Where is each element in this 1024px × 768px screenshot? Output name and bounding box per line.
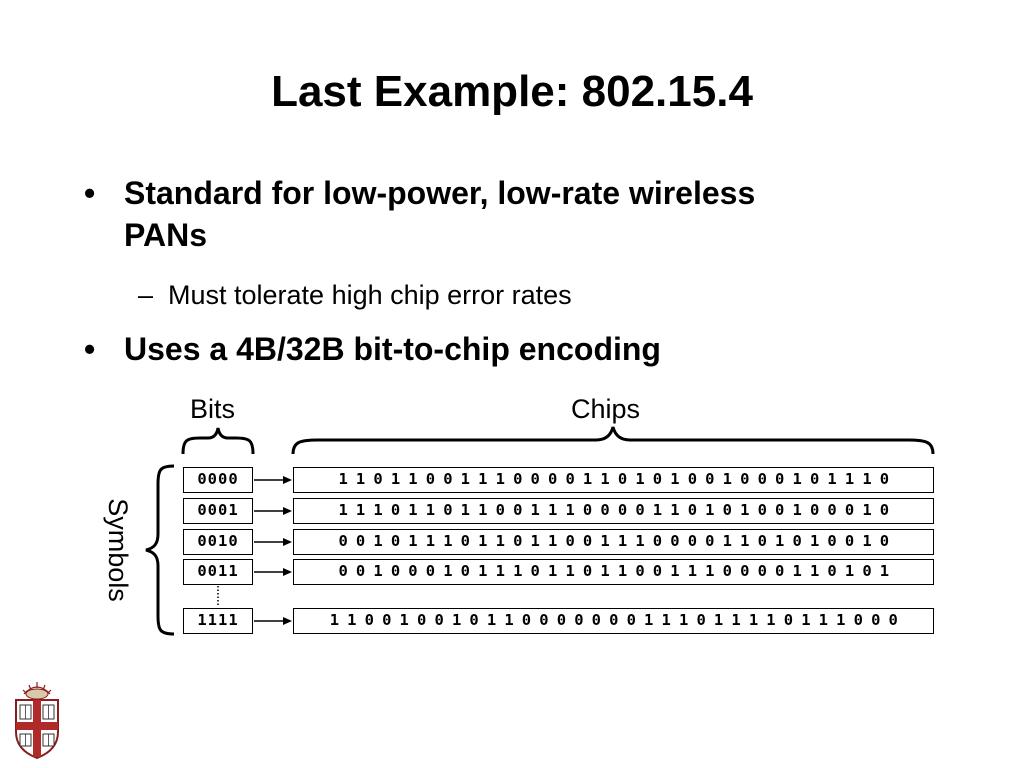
bullet-marker: •: [84, 175, 96, 211]
bullet-standard-line2: PANs: [124, 217, 207, 253]
bullet-encoding: Uses a 4B/32B bit-to-chip encoding: [124, 331, 661, 367]
bits-brace: [181, 427, 255, 455]
chips-label: Chips: [571, 394, 641, 424]
arrow-row-2: [254, 538, 292, 546]
bits-box-0011: 0011: [183, 559, 253, 585]
bits-box-0010: 0010: [183, 529, 253, 555]
arrow-row-3: [254, 568, 292, 576]
chips-brace: [291, 426, 935, 455]
sub-bullet-chip-error: Must tolerate high chip error rates: [168, 280, 572, 310]
bullet-standard: Standard for low-power, low-rate wireles…: [124, 172, 924, 256]
arrow-row-0: [254, 476, 292, 484]
slide-title: Last Example: 802.15.4: [271, 67, 753, 116]
arrow-row-4: [254, 617, 292, 625]
chips-box-0011: 0 0 1 0 0 0 1 0 1 1 1 0 1 1 0 1 1 0 0 1 …: [293, 559, 934, 585]
symbols-brace: [145, 464, 175, 636]
bullet-standard-line1: Standard for low-power, low-rate wireles…: [124, 175, 756, 211]
chips-box-1111: 1 1 0 0 1 0 0 1 0 1 1 0 0 0 0 0 0 0 1 1 …: [293, 608, 934, 634]
bits-box-0000: 0000: [183, 467, 253, 493]
university-shield-icon: [15, 682, 59, 760]
chips-box-0001: 1 1 1 0 1 1 0 1 1 0 0 1 1 1 0 0 0 0 1 1 …: [293, 498, 934, 524]
sub-bullet-marker: –: [138, 280, 154, 310]
arrow-row-1: [254, 507, 292, 515]
bits-label: Bits: [190, 394, 236, 424]
chips-box-0000: 1 1 0 1 1 0 0 1 1 1 0 0 0 0 1 1 0 1 0 1 …: [293, 467, 934, 493]
chips-box-0010: 0 0 1 0 1 1 1 0 1 1 0 1 1 0 0 1 1 1 0 0 …: [293, 529, 934, 555]
bullet-marker: •: [84, 331, 96, 367]
bits-box-1111: 1111: [183, 608, 253, 634]
bits-box-0001: 0001: [183, 498, 253, 524]
